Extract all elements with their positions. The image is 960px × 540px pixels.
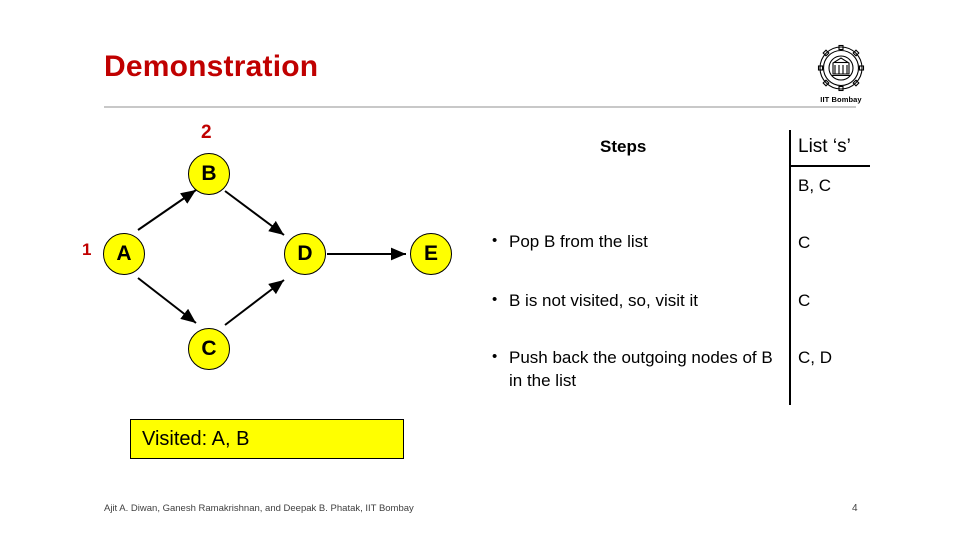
page-title: Demonstration [104,50,319,83]
graph-edges [137,189,406,326]
graph-node-c[interactable]: C [188,328,230,370]
step-text-1: Pop B from the list [509,232,648,251]
step-row-3: • Push back the outgoing nodes of B in t… [492,347,782,393]
graph-order-label-2: 2 [201,122,212,143]
graph-node-a[interactable]: A [103,233,145,275]
list-value-2: C [798,291,811,310]
visited-box: Visited: A, B [130,419,404,459]
graph-node-e[interactable]: E [410,233,452,275]
logo-caption: IIT Bombay [820,95,862,104]
page-number: 4 [852,503,858,514]
list-header-underline [790,165,870,167]
list-value-0: B, C [798,176,832,195]
iit-bombay-gear-icon [813,44,869,94]
list-value-3: C, D [798,348,832,367]
step-text-2: B is not visited, so, visit it [509,291,698,310]
list-column-header: List ‘s’ [798,136,851,157]
graph-diagram: 1 2 A B C D E [70,120,490,410]
footer-attribution: Ajit A. Diwan, Ganesh Ramakrishnan, and … [104,503,414,514]
bullet-icon: • [492,232,498,249]
step-row-1: • Pop B from the list [492,231,782,254]
graph-order-label-1: 1 [82,240,92,259]
graph-node-d[interactable]: D [284,233,326,275]
table-column-divider [789,130,791,405]
bullet-icon: • [492,348,498,365]
step-row-2: • B is not visited, so, visit it [492,290,782,313]
title-divider [104,106,856,108]
graph-node-b[interactable]: B [188,153,230,195]
list-value-1: C [798,233,811,252]
step-text-3: Push back the outgoing nodes of B in the… [509,348,773,390]
logo: IIT Bombay [806,44,876,104]
steps-column-header: Steps [600,137,647,156]
bullet-icon: • [492,291,498,308]
